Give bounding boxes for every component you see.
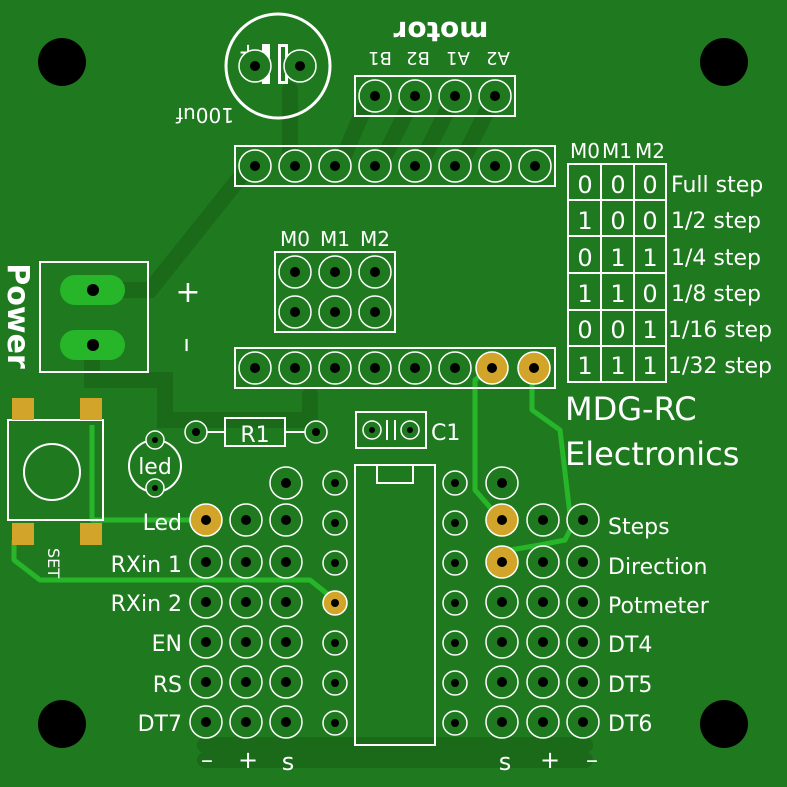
pin-label-rxin2: RXin 2 xyxy=(111,592,182,617)
led-label: led xyxy=(138,455,172,480)
table-cell: 0 xyxy=(610,171,625,199)
table-cell: 1 xyxy=(642,352,657,380)
bottom-labels: – + s s + – xyxy=(201,746,598,776)
table-cell: 1 xyxy=(610,280,625,308)
bottom-right-plus: + xyxy=(540,746,560,774)
button-label: SET xyxy=(44,548,63,578)
left-pin-grid xyxy=(189,466,303,739)
table-step-label: Full step xyxy=(671,173,763,198)
table-cell: 1 xyxy=(577,352,592,380)
motor-pin-labels: A2 A1 B2 B1 xyxy=(368,47,510,68)
bottom-right-signal: s xyxy=(499,748,512,776)
table-cell: 0 xyxy=(577,244,592,272)
mounting-hole-top-left xyxy=(38,38,86,86)
brand-line2: Electronics xyxy=(565,435,739,473)
table-step-label: 1/2 step xyxy=(671,209,761,234)
left-pin-labels: Led RXin 1 RXin 2 EN RS DT7 xyxy=(111,511,182,737)
table-cell: 1 xyxy=(577,280,592,308)
table-row: 0 0 1 1/16 step xyxy=(577,316,772,344)
pin-label-dt4: DT4 xyxy=(608,633,652,658)
driver-socket xyxy=(322,464,468,746)
pin-label-steps: Steps xyxy=(608,515,670,540)
table-header-m2: M2 xyxy=(635,139,665,163)
top-header xyxy=(234,145,556,187)
right-pin-grid xyxy=(485,466,600,739)
motor-title: motor xyxy=(393,15,488,48)
table-cell: 0 xyxy=(642,280,657,308)
table-cell: 1 xyxy=(610,244,625,272)
pin-label-rxin1: RXin 1 xyxy=(111,553,182,578)
middle-header xyxy=(234,347,556,389)
table-row: 1 1 1 1/32 step xyxy=(577,352,772,380)
table-step-label: 1/4 step xyxy=(671,246,761,271)
table-cell: 0 xyxy=(610,207,625,235)
mounting-hole-bottom-left xyxy=(38,700,86,748)
motor-pin-label: B2 xyxy=(406,47,430,68)
set-button: SET xyxy=(7,398,104,578)
table-step-label: 1/8 step xyxy=(671,282,761,307)
bottom-left-minus: – xyxy=(201,746,213,774)
table-row: 1 1 0 1/8 step xyxy=(577,280,761,308)
c1-label: C1 xyxy=(431,421,460,446)
table-cell: 1 xyxy=(610,352,625,380)
motor-pin-label: A2 xyxy=(486,47,510,68)
table-cell: 0 xyxy=(642,171,657,199)
jumper-block xyxy=(274,251,396,333)
r1-label: R1 xyxy=(240,423,269,448)
mounting-hole-top-right xyxy=(700,38,748,86)
motor-connector xyxy=(354,75,516,117)
motor-label-group: motor xyxy=(393,15,488,48)
jumper-label-m1: M1 xyxy=(320,227,350,251)
pin-label-led: Led xyxy=(143,511,182,536)
resistor-r1: R1 xyxy=(184,417,328,448)
motor-pin-label: B1 xyxy=(368,47,392,68)
capacitor-value: 100uf xyxy=(175,103,234,127)
electrolytic-capacitor: + 100uf xyxy=(175,12,332,127)
brand-line1: MDG-RC xyxy=(565,390,697,428)
motor-pin-label: A1 xyxy=(446,47,470,68)
led: led xyxy=(128,430,182,498)
pin-label-direction: Direction xyxy=(608,555,707,580)
jumper-label-m0: M0 xyxy=(280,227,310,251)
capacitor-c1: C1 xyxy=(355,411,460,449)
table-row: 1 0 0 1/2 step xyxy=(577,207,761,235)
pin-label-potmeter: Potmeter xyxy=(608,594,710,619)
bottom-left-plus: + xyxy=(238,746,258,774)
table-cell: 0 xyxy=(642,207,657,235)
mounting-hole-bottom-right xyxy=(700,700,748,748)
table-cell: 1 xyxy=(642,244,657,272)
power-label-group: Power xyxy=(0,263,35,369)
power-plus: + xyxy=(175,275,200,310)
right-pin-labels: Steps Direction Potmeter DT4 DT5 DT6 xyxy=(608,515,710,737)
table-header-m1: M1 xyxy=(602,139,632,163)
table-cell: 0 xyxy=(610,316,625,344)
table-row: 0 0 0 Full step xyxy=(577,171,763,199)
table-row: 0 1 1 1/4 step xyxy=(577,244,761,272)
pin-label-en: EN xyxy=(152,632,182,657)
pin-label-dt5: DT5 xyxy=(608,673,652,698)
table-cell: 0 xyxy=(577,171,592,199)
power-label: Power xyxy=(0,263,35,369)
microstep-table: M0 M1 M2 0 0 0 Full step 1 0 0 1/2 step … xyxy=(567,139,772,383)
table-cell: 0 xyxy=(577,316,592,344)
pin-label-dt7: DT7 xyxy=(138,712,182,737)
jumper-label-m2: M2 xyxy=(360,227,390,251)
table-cell: 1 xyxy=(642,316,657,344)
power-terminal: + – xyxy=(39,261,205,373)
power-minus: – xyxy=(170,338,205,353)
table-step-label: 1/32 step xyxy=(668,354,772,379)
table-step-label: 1/16 step xyxy=(668,318,772,343)
table-cell: 1 xyxy=(577,207,592,235)
table-header-m0: M0 xyxy=(570,139,600,163)
pin-label-rs: RS xyxy=(153,673,182,698)
bottom-right-minus: – xyxy=(586,746,598,774)
pin-label-dt6: DT6 xyxy=(608,712,652,737)
bottom-left-signal: s xyxy=(282,748,295,776)
